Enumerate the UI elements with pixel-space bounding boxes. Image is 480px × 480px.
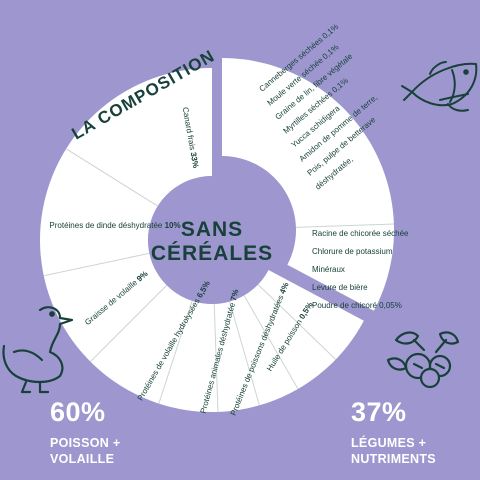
ingredient-amount: 4% [278,281,291,295]
segment-divider [90,284,168,362]
center-label-line2: CÉRÉALES [151,242,273,265]
vegetable-label: Poudre de chicoré 0,05% [312,301,402,310]
segment-divider [257,284,337,360]
fish-icon [401,61,478,112]
segment-divider [243,295,299,390]
ingredient-label: Protéines de dinde déshydratée 10% [49,221,180,230]
center-label-line1: SANS [181,218,243,241]
stat-vegetables-label: LÉGUMES + NUTRIMENTS [351,436,436,467]
stat-animal-label: POISSON + VOLAILLE [50,436,120,467]
stat-vegetables-label-line1: LÉGUMES + [351,436,427,450]
ingredient-amount: 7% [229,288,241,301]
segment-dividers [43,148,394,412]
duck-icon [2,306,74,394]
segment-divider [213,303,219,412]
segment-divider [43,252,150,277]
vegetables-ring [222,58,394,311]
vegetable-label: Minéraux [312,265,345,274]
vegetable-label: Chlorure de potassium [312,247,393,256]
segment-divider [65,148,158,207]
berries-icon [386,331,460,389]
stat-animal-proteins: 60% POISSON + VOLAILLE [50,399,120,467]
stat-vegetables-percent: 37% [351,397,407,427]
animal-ingredients-ring [40,68,364,412]
stat-vegetables: 37% LÉGUMES + NUTRIMENTS [351,399,436,467]
stat-animal-percent: 60% [50,397,106,427]
ingredient-amount: 33% [189,151,201,168]
stat-animal-label-line2: VOLAILLE [50,451,115,466]
donut-hole [148,176,276,304]
stat-animal-label-line1: POISSON + [50,436,121,450]
segment-divider [158,300,193,404]
vegetable-label: Racine de chicorée séchée [312,229,409,238]
ingredient-name: Protéines de dinde déshydratée [49,221,164,230]
vegetable-label: Levure de bière [312,283,368,292]
ingredient-amount: 10% [165,221,181,230]
stat-vegetables-label-line2: NUTRIMENTS [351,451,436,466]
segment-divider [295,223,394,228]
segment-divider [229,301,260,406]
